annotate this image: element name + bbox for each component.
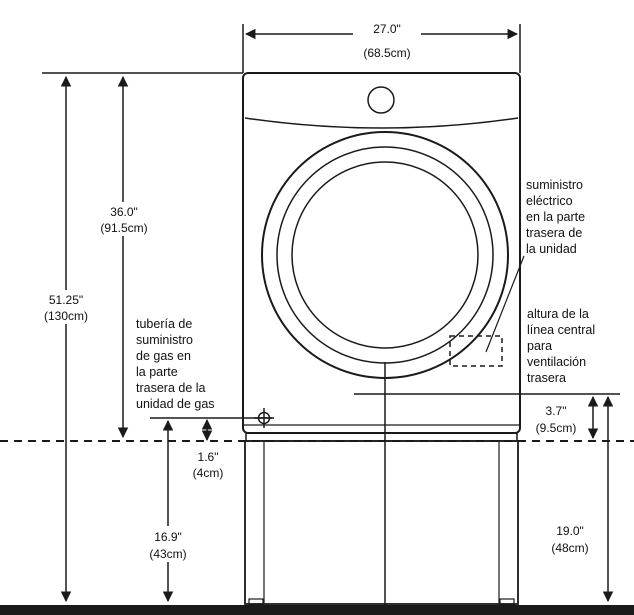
gas-note-line: tubería de <box>136 317 192 331</box>
electric-note-line: la unidad <box>526 242 577 256</box>
door-outer-ring <box>261 131 509 379</box>
electric-note-line: en la parte <box>526 210 585 224</box>
pedestal <box>244 440 519 606</box>
gas-note-line: trasera de la <box>136 381 206 395</box>
gas-note-line: la parte <box>136 365 178 379</box>
gas-offset-metric: (4cm) <box>193 466 224 480</box>
total-height-metric: (130cm) <box>44 309 88 323</box>
vent-note-line: línea central <box>527 323 595 337</box>
vent-offset-label-bg <box>527 400 587 436</box>
dryer-feet <box>245 432 518 442</box>
total-height-imperial: 51.25" <box>49 293 83 307</box>
gas-pipe-icon <box>254 408 274 428</box>
gas-height-imperial: 16.9" <box>154 530 182 544</box>
width-label-bg <box>353 22 421 46</box>
control-panel-line <box>244 117 519 129</box>
vent-height-label-bg <box>540 520 604 556</box>
door-height-metric: (91.5cm) <box>100 221 147 235</box>
vent-offset-imperial: 3.7" <box>546 404 567 418</box>
gas-note-line: de gas en <box>136 349 191 363</box>
width-imperial: 27.0" <box>373 22 401 36</box>
pedestal-body <box>244 440 519 605</box>
gas-height-metric: (43cm) <box>149 547 186 561</box>
gas-height-label-bg <box>136 526 200 562</box>
total-height-label-bg <box>32 290 100 324</box>
door-height-label-bg <box>92 202 156 236</box>
control-knob <box>367 86 395 114</box>
door-glass <box>291 161 479 349</box>
electric-note-line: suministro <box>526 178 583 192</box>
electric-note: suministro eléctrico en la parte trasera… <box>526 178 585 256</box>
width-metric: (68.5cm) <box>363 46 410 60</box>
vent-note-line: ventilación <box>527 355 586 369</box>
door-inner-ring <box>276 146 494 364</box>
electric-note-line: trasera de <box>526 226 582 240</box>
electric-note-line: eléctrico <box>526 194 573 208</box>
dryer-unit <box>242 72 521 442</box>
gas-note: tubería de suministro de gas en la parte… <box>136 317 215 411</box>
gas-note-line: unidad de gas <box>136 397 215 411</box>
gas-note-line: suministro <box>136 333 193 347</box>
door-height-imperial: 36.0" <box>110 205 138 219</box>
electrical-supply-box <box>449 335 503 367</box>
vent-note: altura de la línea central para ventilac… <box>527 307 595 385</box>
gas-offset-imperial: 1.6" <box>198 450 219 464</box>
vent-note-line: altura de la <box>527 307 589 321</box>
electric-leader-line <box>485 255 525 353</box>
vent-offset-metric: (9.5cm) <box>536 421 577 435</box>
floor <box>0 605 634 615</box>
vent-height-metric: (48cm) <box>551 541 588 555</box>
gas-offset-label-bg <box>186 446 232 482</box>
vent-height-imperial: 19.0" <box>556 524 584 538</box>
vent-note-line: para <box>527 339 552 353</box>
vent-note-line: trasera <box>527 371 566 385</box>
